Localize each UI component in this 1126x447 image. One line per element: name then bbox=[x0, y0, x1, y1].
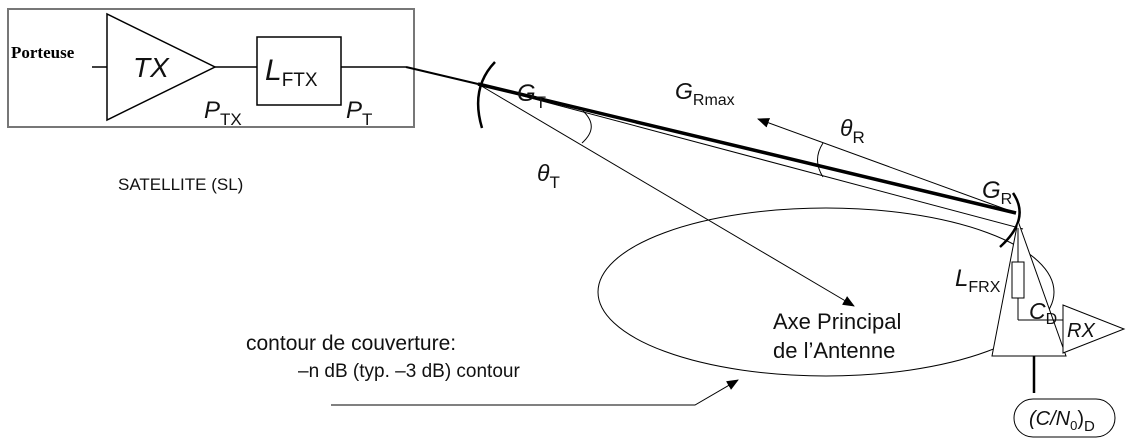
lftx-loss-box bbox=[256, 36, 342, 106]
pt-label: PT bbox=[346, 97, 372, 129]
cd-label: CD bbox=[1029, 298, 1057, 328]
theta-r-label: θR bbox=[840, 115, 865, 147]
axis-label-line2: de l’Antenne bbox=[773, 338, 895, 363]
rx-label: RX bbox=[1067, 320, 1095, 342]
contour-label-line2: –n dB (typ. –3 dB) contour bbox=[298, 361, 520, 382]
tx-label: TX bbox=[133, 52, 170, 83]
antenna-axis-arrow bbox=[477, 83, 855, 307]
gr-label: GR bbox=[982, 177, 1012, 208]
cn0-box bbox=[1013, 398, 1116, 438]
grmax-arrow bbox=[757, 118, 1017, 214]
receiver-triangle bbox=[991, 219, 1067, 357]
transmit-antenna-icon bbox=[476, 61, 496, 129]
axis-label-line1: Axe Principal bbox=[773, 309, 901, 334]
lfrx-label: LFRX bbox=[955, 265, 1001, 296]
ptx-label: PTX bbox=[204, 97, 242, 129]
contour-label-line1: contour de couverture: bbox=[246, 332, 456, 355]
link-path bbox=[477, 82, 1017, 215]
earth-axis-line bbox=[477, 83, 1024, 230]
porteuse-label: Porteuse bbox=[11, 43, 75, 62]
theta-t-arc bbox=[581, 110, 592, 144]
lfrx-resistor bbox=[1011, 261, 1025, 299]
receive-antenna-icon bbox=[999, 192, 1021, 248]
theta-r-arc bbox=[817, 142, 824, 178]
lftx-label: LFTX bbox=[265, 54, 318, 91]
cn0-label: (C/N0)D bbox=[1029, 408, 1095, 435]
coverage-ellipse bbox=[597, 207, 1055, 377]
feed-line bbox=[405, 66, 479, 85]
grmax-label: GRmax bbox=[675, 78, 735, 109]
gt-label: GT bbox=[517, 80, 546, 112]
satellite-caption: SATELLITE (SL) bbox=[118, 175, 243, 194]
contour-pointer-arrow bbox=[331, 379, 739, 406]
rx-amplifier-icon bbox=[1062, 304, 1126, 354]
theta-t-label: θT bbox=[537, 160, 560, 192]
